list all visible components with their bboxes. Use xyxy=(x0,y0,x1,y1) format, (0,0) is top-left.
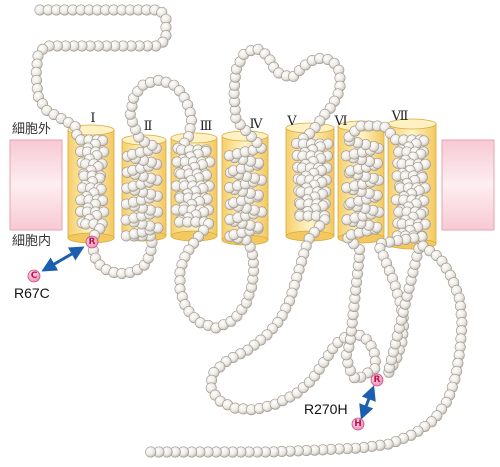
mutation-label-r270h: R270H xyxy=(304,401,348,417)
helix-label-1: Ⅰ xyxy=(90,111,95,126)
mutation-label-r67c: R67C xyxy=(14,285,50,301)
helix-label-6: Ⅵ xyxy=(333,114,347,129)
mutation-r270-wild-residue: R xyxy=(370,373,384,387)
mutation-r270-mutant-residue: H xyxy=(351,417,365,431)
mutation-r67-wild-residue: R xyxy=(85,235,99,249)
svg-text:H: H xyxy=(354,419,362,429)
membrane-band-left xyxy=(9,139,63,231)
intracellular-label: 細胞内 xyxy=(12,233,51,249)
mutation-arrow-r270h xyxy=(359,385,376,420)
mutation-r67-mutant-residue: C xyxy=(27,269,41,283)
extracellular-label: 細胞外 xyxy=(12,122,51,137)
mutation-arrow-r67c xyxy=(41,246,85,272)
helix-label-2: Ⅱ xyxy=(144,119,153,134)
helix-label-5: Ⅴ xyxy=(286,114,297,129)
helix-label-4: Ⅳ xyxy=(250,117,264,132)
svg-text:R: R xyxy=(374,375,381,385)
svg-text:C: C xyxy=(31,271,38,281)
helix-label-7: Ⅶ xyxy=(391,109,409,124)
svg-text:R: R xyxy=(89,237,96,247)
membrane-band-right xyxy=(441,139,495,231)
residue-bead xyxy=(145,446,157,458)
helix-label-3: Ⅲ xyxy=(200,119,213,134)
residue-chain xyxy=(30,4,468,458)
